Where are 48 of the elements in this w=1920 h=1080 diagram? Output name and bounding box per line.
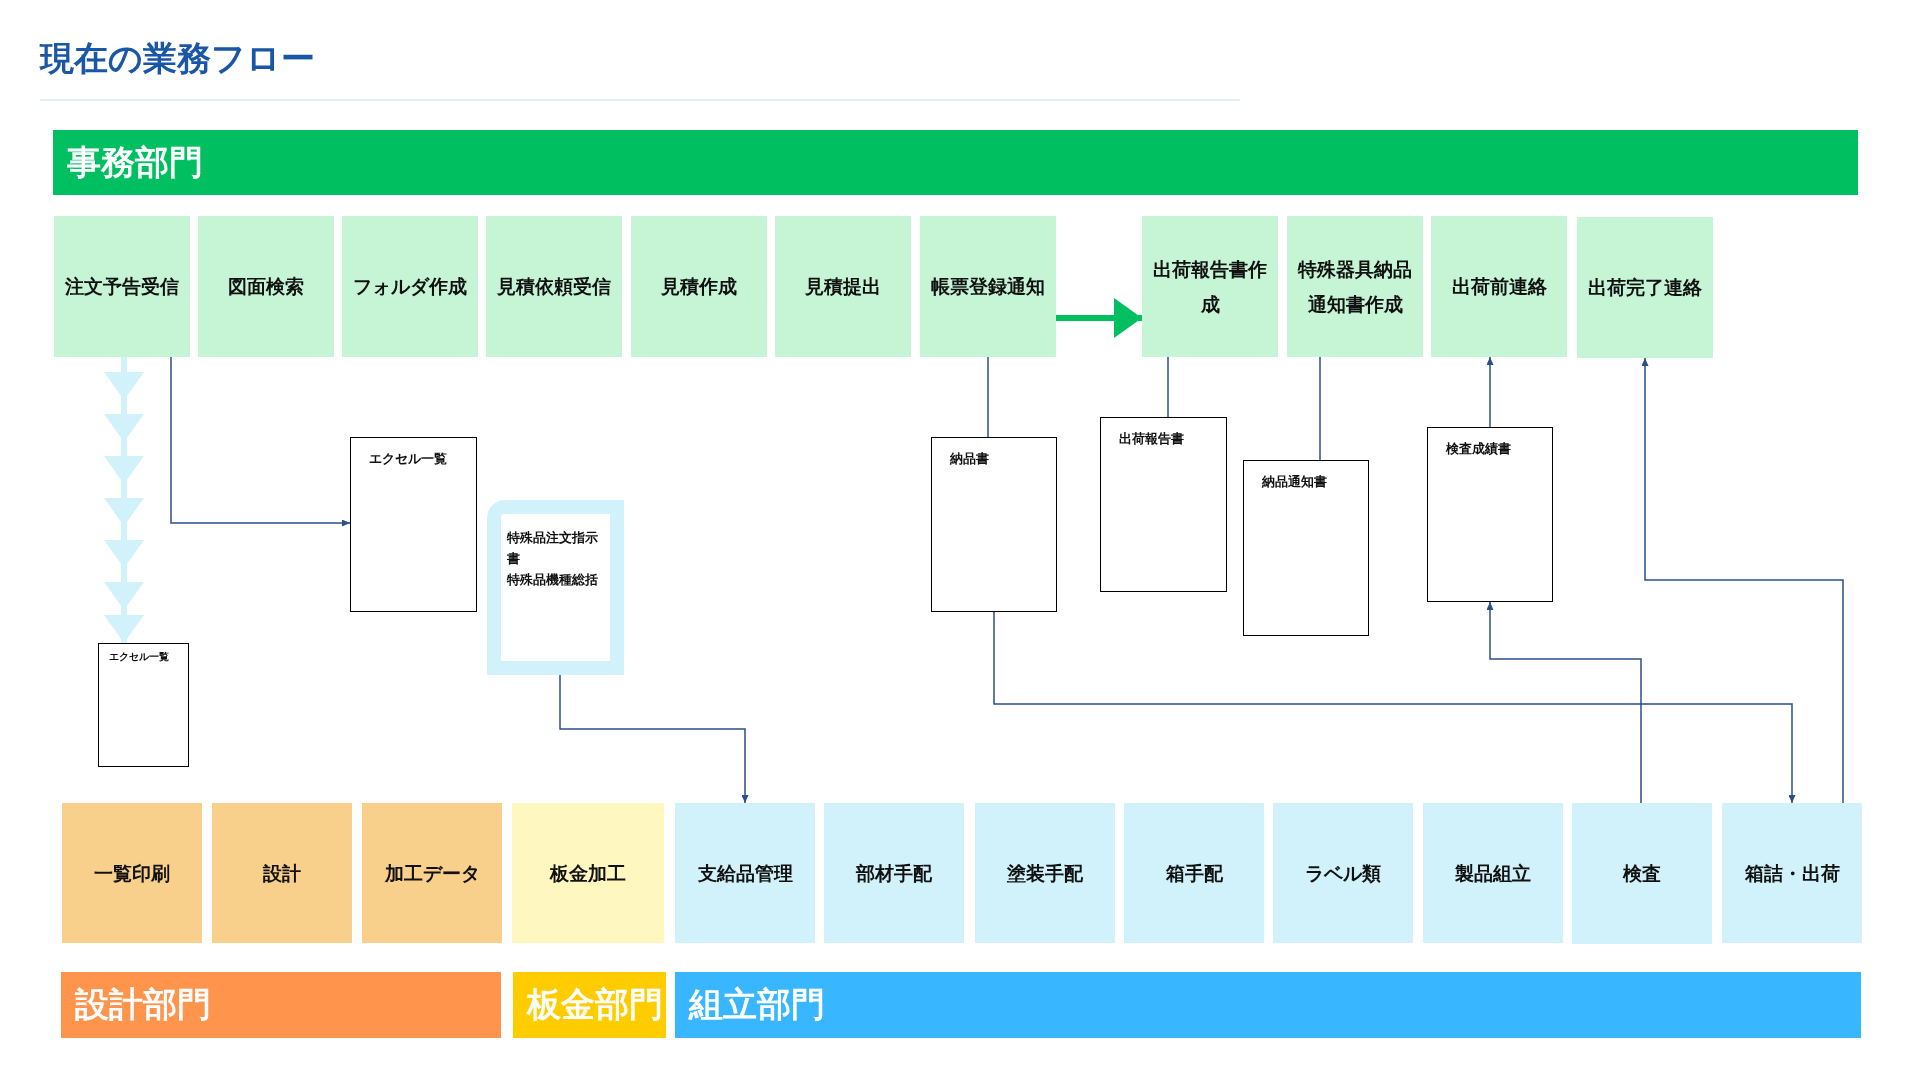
arrow [559,674,749,804]
process-box: 出荷前連絡 [1431,216,1567,357]
process-box: 箱手配 [1124,803,1264,943]
connector-line [987,356,989,438]
process-box: 図面検索 [198,216,334,357]
process-box: 注文予告受信 [54,216,190,357]
document-box: 納品通知書 [1243,460,1369,636]
department-band: 板金部門 [513,972,666,1038]
chevron-arrow [104,357,144,643]
arrow [1641,357,1844,804]
document-box: エクセル一覧 [98,643,189,767]
document-text: 特殊品注文指示書 [507,529,599,568]
arrow [1486,601,1642,804]
document-text: 特殊品機種総括 [507,570,598,589]
process-box: 加工データ [362,803,502,943]
process-box: 特殊器具納品通知書作成 [1287,216,1423,357]
process-box: ラベル類 [1273,803,1413,943]
process-box: 見積依頼受信 [486,216,622,357]
arrow [1486,356,1494,428]
process-box: 板金加工 [512,803,664,943]
process-box: 検査 [1572,803,1712,944]
process-box: フォルダ作成 [342,216,478,357]
document-box: 納品書 [931,437,1057,612]
document-box [487,500,624,675]
process-box: 出荷完了連絡 [1577,217,1713,358]
process-box: 一覧印刷 [62,803,202,943]
process-box: 見積提出 [775,216,911,357]
department-band: 設計部門 [61,972,501,1038]
arrow [993,611,1796,804]
process-box: 支給品管理 [675,803,815,943]
process-box: 製品組立 [1423,803,1563,943]
process-box: 部材手配 [824,803,964,943]
chevron-arrow [1056,298,1142,338]
department-band: 組立部門 [675,972,1861,1038]
connector-line [1319,356,1321,461]
document-box: 出荷報告書 [1100,417,1227,592]
process-box: 帳票登録通知 [920,216,1056,357]
process-box: 塗装手配 [975,803,1115,943]
document-box: 検査成績書 [1427,427,1553,602]
process-box: 箱詰・出荷 [1722,803,1862,943]
page-title: 現在の業務フロー [40,37,315,80]
process-box: 出荷報告書作成 [1142,216,1278,357]
connector-line [1167,356,1169,418]
arrow [170,356,351,527]
department-band: 事務部門 [53,130,1858,195]
process-box: 設計 [212,803,352,943]
process-box: 見積作成 [631,216,767,357]
document-box: エクセル一覧 [350,437,477,612]
